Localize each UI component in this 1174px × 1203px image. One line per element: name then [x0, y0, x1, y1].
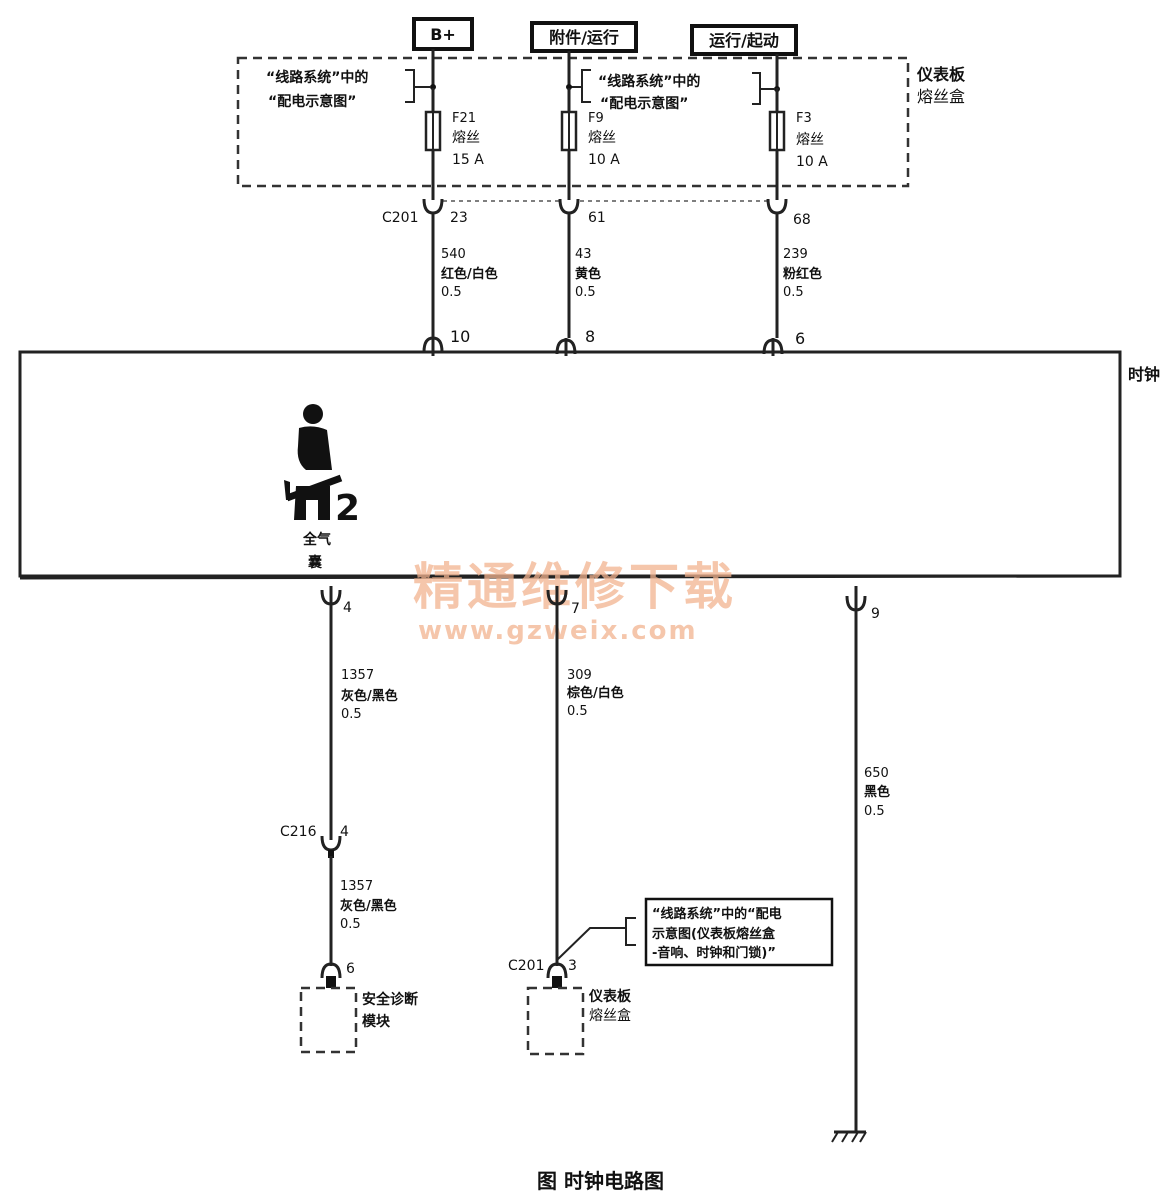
svg-text:0.5: 0.5	[567, 704, 588, 719]
wire-43: 43 黄色 0.5	[567, 213, 601, 338]
watermark: 精通维修下载 www.gzweix.com	[413, 558, 737, 646]
svg-text:F3: F3	[796, 111, 812, 126]
svg-text:10 A: 10 A	[796, 154, 828, 170]
fuse-f3: F3 熔丝 10 A	[768, 88, 828, 200]
wire-309: 309 棕色/白色 0.5	[555, 604, 624, 966]
svg-text:4: 4	[340, 824, 349, 840]
clock-pins-bottom: 4 7 9	[320, 586, 880, 622]
svg-text:附件/运行: 附件/运行	[549, 28, 619, 47]
svg-text:“线路系统”中的: “线路系统”中的	[598, 73, 700, 90]
safety-diagnostic-module: 6 安全诊断 模块	[299, 961, 418, 1054]
svg-text:650: 650	[864, 766, 889, 781]
svg-text:“配电示意图”: “配电示意图”	[600, 95, 688, 112]
instrument-panel-fuse-block: 仪表板 熔丝盒	[526, 986, 632, 1056]
svg-text:9: 9	[871, 606, 880, 622]
power-source-b-plus: B+	[412, 17, 474, 51]
fuse-box-label: 仪表板	[916, 65, 966, 84]
svg-text:灰色/黑色: 灰色/黑色	[341, 688, 398, 704]
svg-text:C201: C201	[508, 958, 545, 974]
svg-text:红色/白色: 红色/白色	[441, 266, 498, 282]
svg-text:43: 43	[575, 247, 592, 262]
svg-text:10 A: 10 A	[588, 152, 620, 168]
seatbelt-airbag-icon: 2 全气 囊	[284, 404, 360, 571]
ground-icon	[831, 1130, 867, 1143]
svg-text:0.5: 0.5	[441, 285, 462, 300]
connector-c201-top: C201 23 61 68	[382, 198, 811, 228]
wire-239: 239 粉红色 0.5	[775, 213, 822, 338]
svg-text:B+: B+	[430, 25, 456, 44]
svg-text:示意图(仪表板熔丝盒: 示意图(仪表板熔丝盒	[652, 926, 776, 942]
svg-text:F9: F9	[588, 111, 604, 126]
power-source-acc-run: 附件/运行	[530, 21, 638, 53]
reference-box-distribution: “线路系统”中的“配电 示意图(仪表板熔丝盒 -音响、时钟和门锁)”	[644, 897, 834, 967]
svg-text:囊: 囊	[307, 554, 323, 571]
svg-text:68: 68	[793, 212, 811, 228]
svg-text:239: 239	[783, 247, 808, 262]
svg-text:0.5: 0.5	[575, 285, 596, 300]
svg-text:540: 540	[441, 247, 466, 262]
fuse-f9: F9 熔丝 10 A	[560, 88, 620, 200]
svg-text:61: 61	[588, 210, 606, 226]
svg-text:安全诊断: 安全诊断	[362, 991, 418, 1008]
connector-c216: C216 4	[280, 824, 349, 858]
svg-text:15 A: 15 A	[452, 152, 484, 168]
svg-text:0.5: 0.5	[341, 707, 362, 722]
wire-540: 540 红色/白色 0.5	[431, 213, 498, 338]
svg-text:仪表板: 仪表板	[588, 988, 632, 1005]
figure-caption: 图 时钟电路图	[537, 1169, 664, 1193]
svg-text:全气: 全气	[302, 531, 331, 548]
svg-text:棕色/白色: 棕色/白色	[566, 685, 624, 701]
svg-text:运行/起动: 运行/起动	[709, 31, 779, 50]
distribution-reference-1: “线路系统”中的 “配电示意图”	[266, 69, 436, 110]
fuse-f21: F21 熔丝 15 A	[424, 88, 484, 200]
svg-text:粉红色: 粉红色	[783, 266, 822, 282]
svg-text:C201: C201	[382, 210, 419, 226]
wire-1357-upper: 1357 灰色/黑色 0.5	[329, 604, 398, 840]
svg-text:7: 7	[571, 601, 580, 617]
svg-text:1357: 1357	[340, 879, 373, 894]
airbag-number: 2	[335, 488, 360, 529]
svg-text:熔丝盒: 熔丝盒	[589, 1007, 631, 1024]
svg-text:精通维修下载: 精通维修下载	[413, 558, 737, 616]
svg-text:灰色/黑色: 灰色/黑色	[340, 898, 397, 914]
wire-1357-lower: 1357 灰色/黑色 0.5	[329, 856, 397, 966]
svg-text:0.5: 0.5	[340, 917, 361, 932]
svg-text:黄色: 黄色	[575, 266, 601, 282]
svg-text:1357: 1357	[341, 668, 374, 683]
svg-text:3: 3	[568, 958, 577, 974]
svg-text:模块: 模块	[362, 1013, 391, 1030]
svg-text:“线路系统”中的: “线路系统”中的	[266, 69, 368, 86]
fuse-box-outline	[236, 56, 910, 188]
svg-text:黑色: 黑色	[864, 784, 890, 800]
svg-text:F21: F21	[452, 111, 476, 126]
fuse-box-label-2: 熔丝盒	[917, 87, 965, 106]
connector-c201-bottom: C201 3	[508, 917, 636, 988]
svg-text:8: 8	[585, 327, 595, 346]
svg-text:“配电示意图”: “配电示意图”	[268, 93, 356, 110]
svg-text:0.5: 0.5	[783, 285, 804, 300]
svg-text:4: 4	[343, 600, 352, 616]
svg-text:10: 10	[450, 327, 470, 346]
svg-text:“线路系统”中的“配电: “线路系统”中的“配电	[652, 906, 782, 922]
clock-label: 时钟	[1128, 365, 1160, 384]
svg-text:C216: C216	[280, 824, 317, 840]
clock-module: 时钟	[18, 350, 1160, 580]
svg-text:熔丝: 熔丝	[588, 130, 616, 146]
wire-650: 650 黑色 0.5	[854, 610, 890, 1132]
power-source-run-crank: 运行/起动	[690, 24, 798, 56]
svg-text:23: 23	[450, 210, 468, 226]
svg-text:熔丝: 熔丝	[796, 132, 824, 148]
distribution-reference-2: “线路系统”中的 “配电示意图”	[566, 69, 780, 112]
svg-text:6: 6	[346, 961, 355, 977]
svg-text:6: 6	[795, 329, 805, 348]
svg-text:309: 309	[567, 668, 592, 683]
svg-text:-音响、时钟和门锁)”: -音响、时钟和门锁)”	[652, 945, 776, 961]
svg-text:熔丝: 熔丝	[452, 130, 480, 146]
svg-text:0.5: 0.5	[864, 804, 885, 819]
